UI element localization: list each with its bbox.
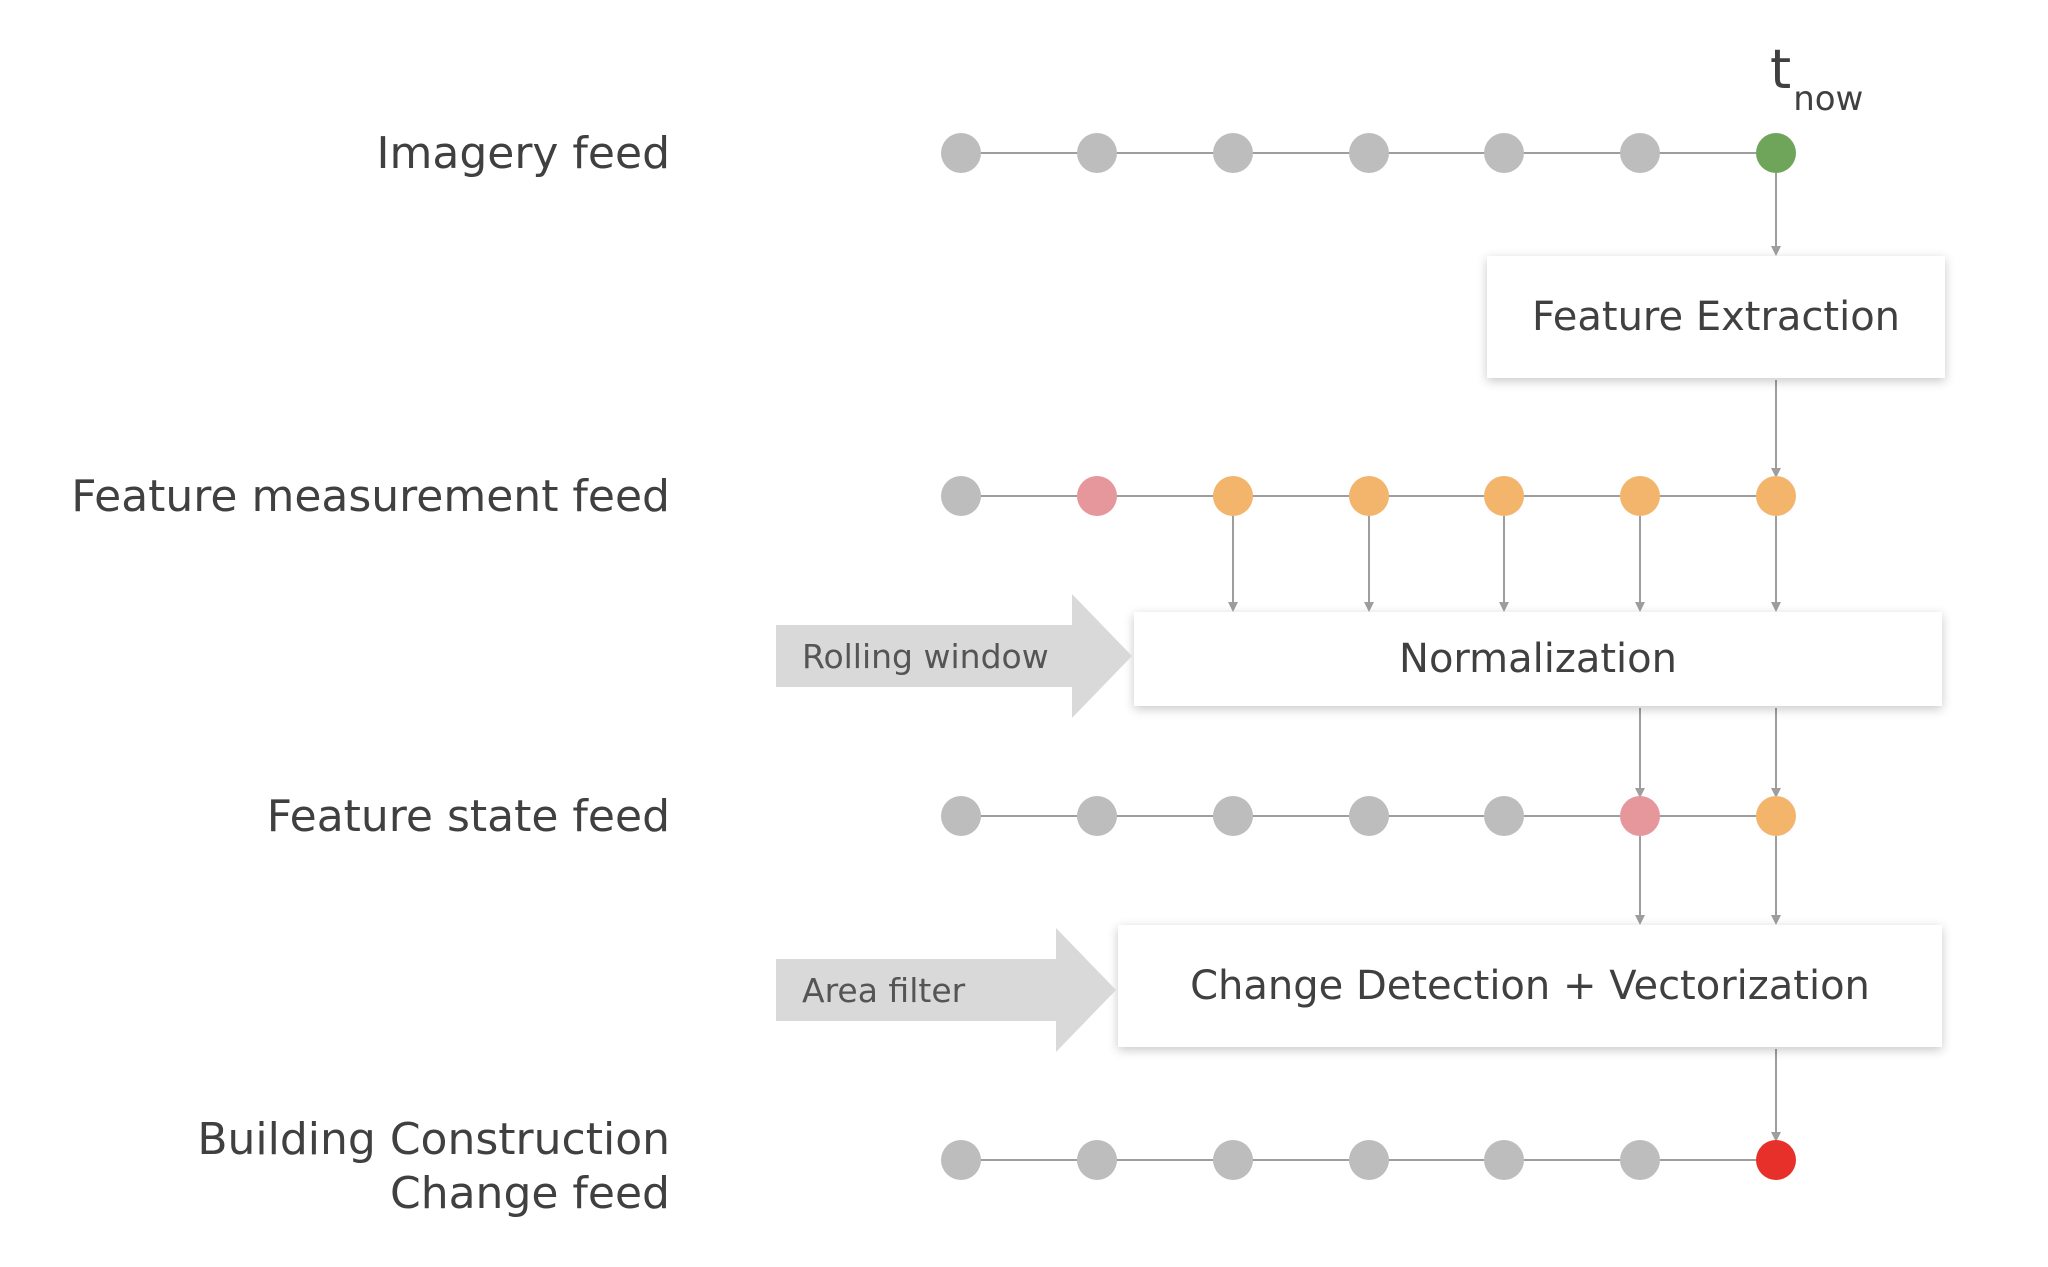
feed-label-imagery: Imagery feed <box>376 128 670 179</box>
node-feature-state-6 <box>1620 796 1660 836</box>
node-imagery-3 <box>1213 133 1253 173</box>
node-feature-measurement-6 <box>1620 476 1660 516</box>
node-building-change-2 <box>1077 1140 1117 1180</box>
node-imagery-4 <box>1349 133 1389 173</box>
node-feature-measurement-4 <box>1349 476 1389 516</box>
area-filter-label: Area filter <box>776 959 1056 1021</box>
time-marker-sub: now <box>1793 79 1864 119</box>
feed-label-feature-state: Feature state feed <box>266 791 670 842</box>
rolling-window-arrowhead <box>1072 594 1132 718</box>
node-building-change-7 <box>1756 1140 1796 1180</box>
node-imagery-5 <box>1484 133 1524 173</box>
time-now-marker: tnow <box>1770 38 1863 119</box>
node-building-change-4 <box>1349 1140 1389 1180</box>
node-feature-measurement-1 <box>941 476 981 516</box>
node-feature-measurement-5 <box>1484 476 1524 516</box>
node-building-change-5 <box>1484 1140 1524 1180</box>
node-imagery-1 <box>941 133 981 173</box>
rolling-window-arrow: Rolling window <box>776 594 1132 718</box>
node-feature-state-4 <box>1349 796 1389 836</box>
rolling-window-label: Rolling window <box>776 625 1072 687</box>
node-feature-measurement-7 <box>1756 476 1796 516</box>
node-feature-state-5 <box>1484 796 1524 836</box>
node-imagery-7 <box>1756 133 1796 173</box>
node-feature-state-1 <box>941 796 981 836</box>
feed-label-building-change: Building Construction Change feed <box>197 1113 670 1221</box>
node-feature-state-2 <box>1077 796 1117 836</box>
node-feature-state-3 <box>1213 796 1253 836</box>
node-imagery-2 <box>1077 133 1117 173</box>
node-building-change-3 <box>1213 1140 1253 1180</box>
node-feature-measurement-2 <box>1077 476 1117 516</box>
node-feature-measurement-3 <box>1213 476 1253 516</box>
feed-label-building-change-line1: Building Construction <box>197 1114 670 1165</box>
node-imagery-6 <box>1620 133 1660 173</box>
feature-extraction-box: Feature Extraction <box>1487 256 1945 378</box>
normalization-box: Normalization <box>1134 612 1942 706</box>
node-feature-state-7 <box>1756 796 1796 836</box>
area-filter-arrowhead <box>1056 928 1116 1052</box>
node-building-change-1 <box>941 1140 981 1180</box>
feed-label-building-change-line2: Change feed <box>389 1168 670 1219</box>
feed-label-feature-measurement: Feature measurement feed <box>71 471 670 522</box>
change-detection-box: Change Detection + Vectorization <box>1118 925 1942 1047</box>
time-marker-t: t <box>1770 38 1792 101</box>
area-filter-arrow: Area filter <box>776 928 1116 1052</box>
node-building-change-6 <box>1620 1140 1660 1180</box>
